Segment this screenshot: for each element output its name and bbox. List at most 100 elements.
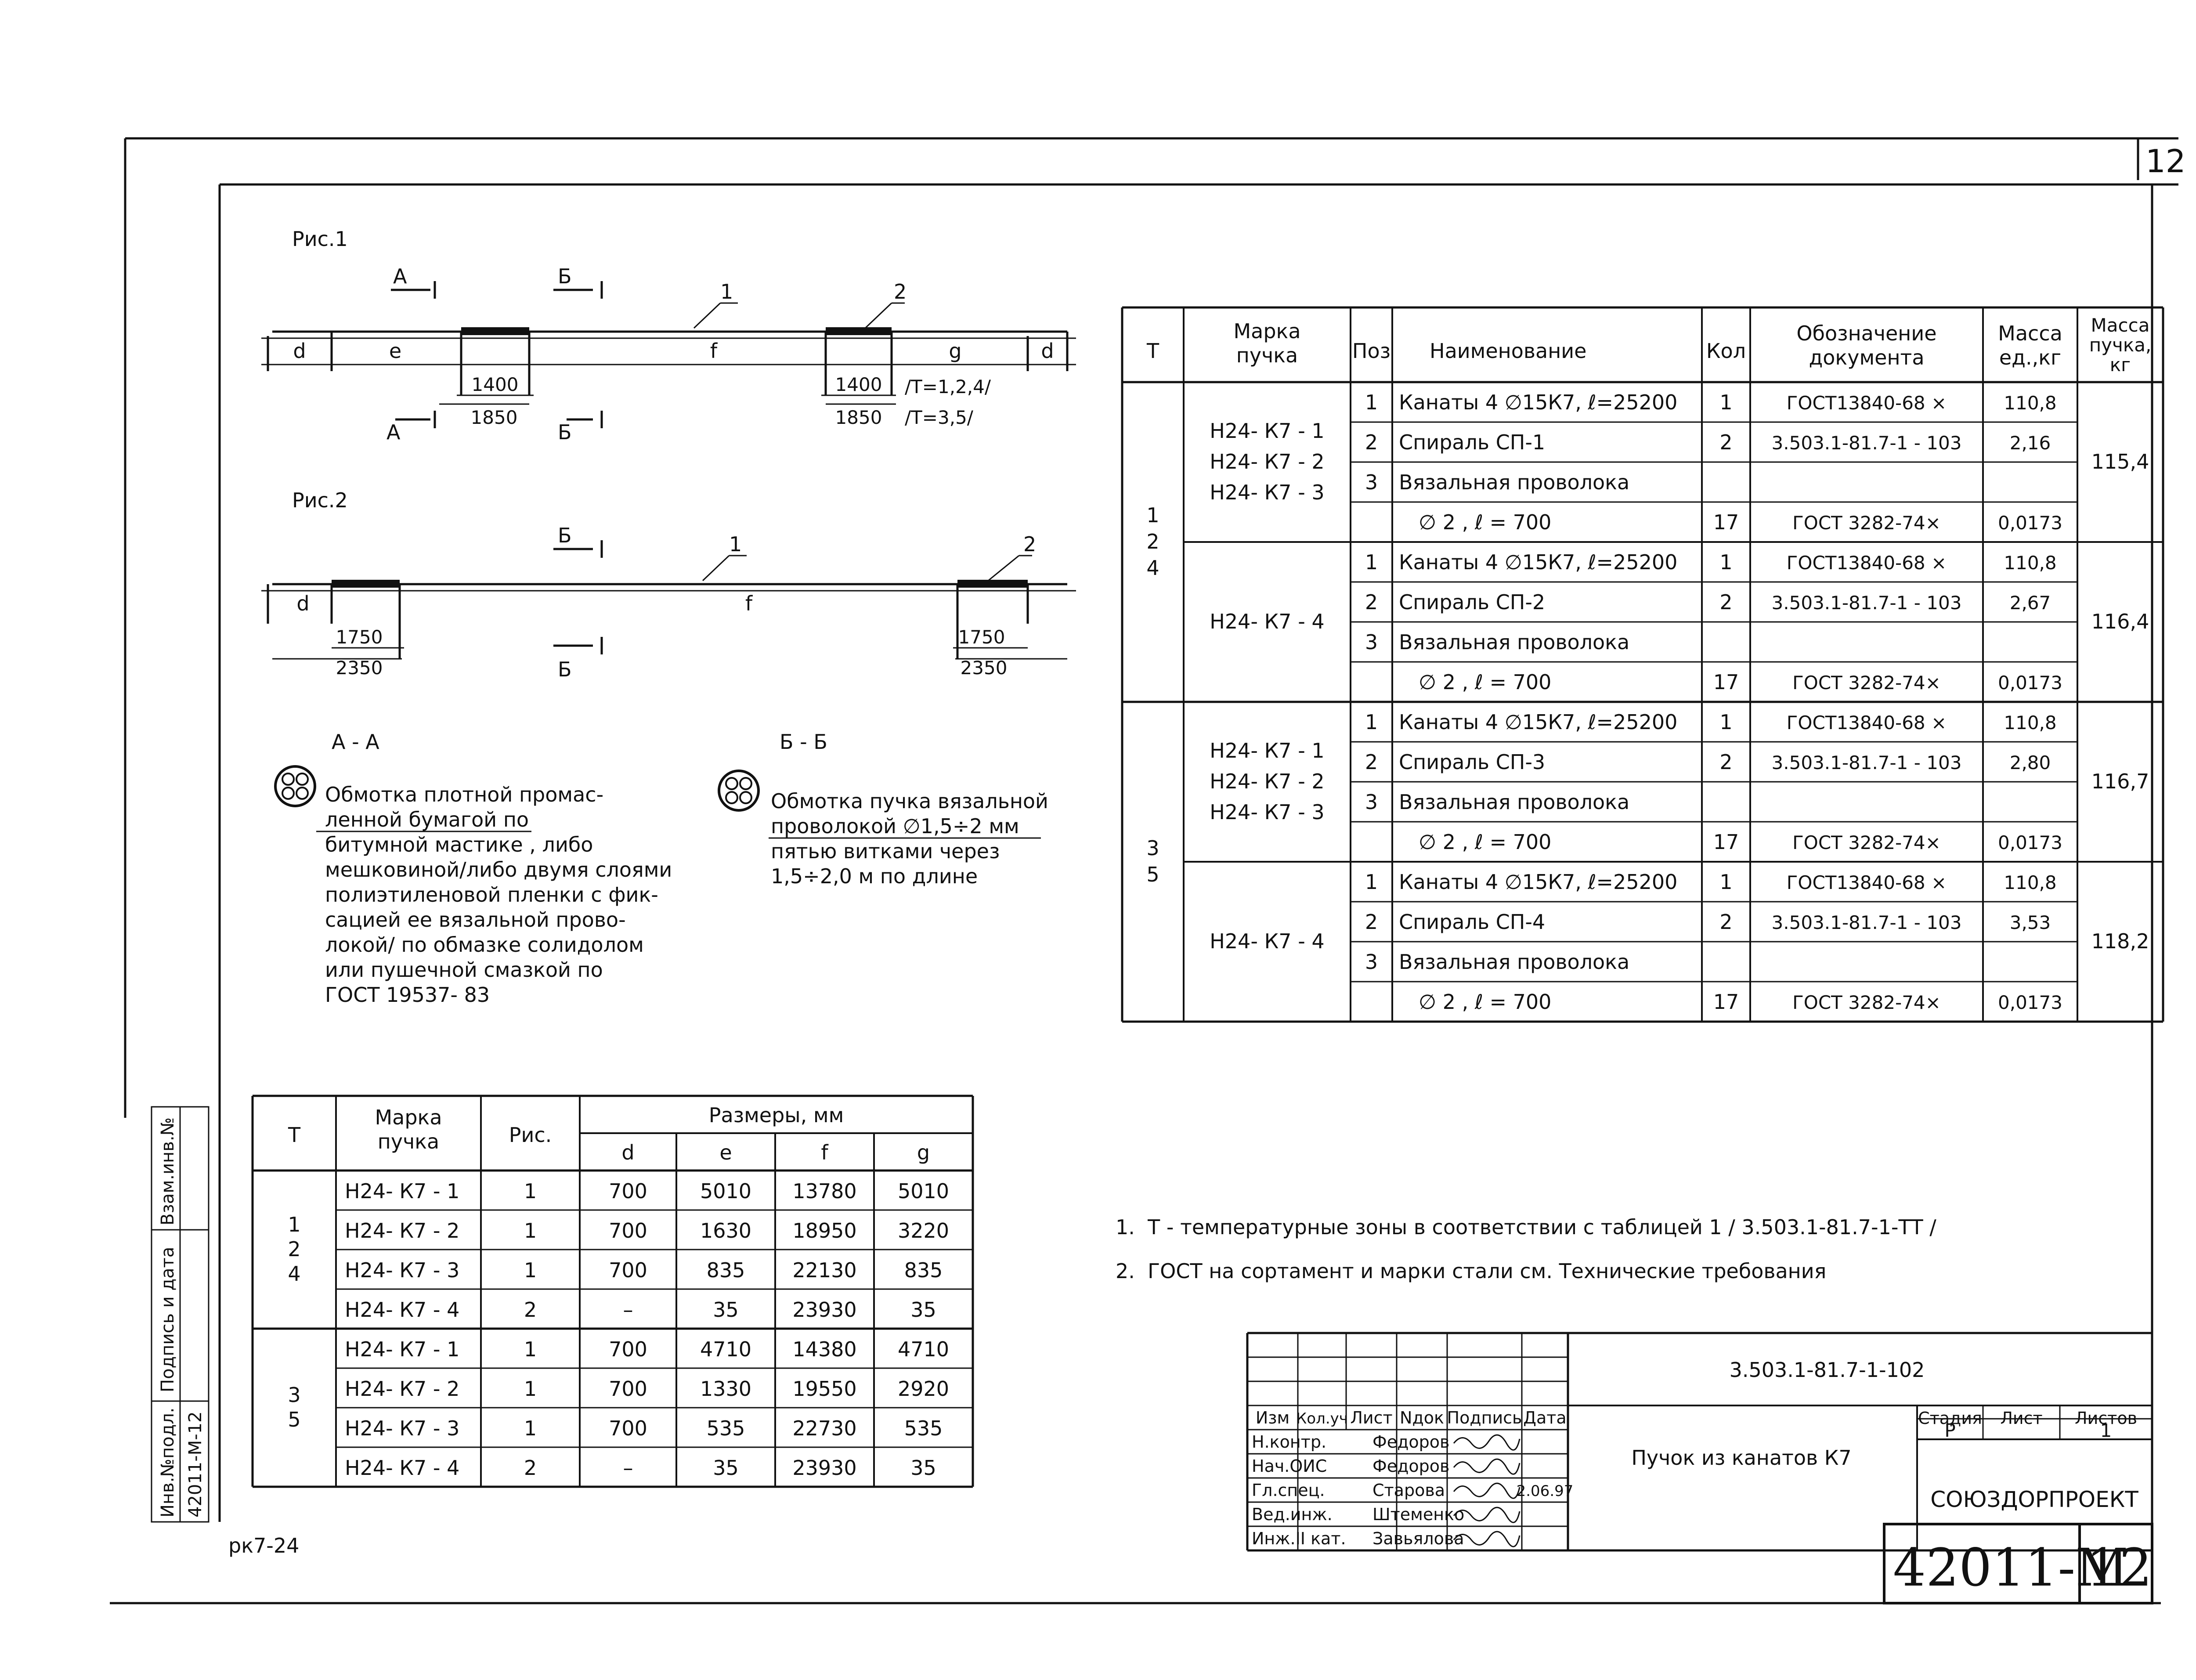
fig1-dim-f: f [710, 339, 718, 363]
fig1-label-1: 1 [720, 280, 733, 303]
signature-mark [1453, 1531, 1521, 1547]
spec-cell-total: 116,4 [2091, 610, 2149, 633]
side-stamp [151, 1106, 209, 1523]
spec-cell-qty: 17 [1713, 990, 1739, 1014]
section-bb-text-line: пятью витками через [771, 839, 1000, 863]
dims-cell-e: 1630 [700, 1219, 751, 1243]
spec-cell-mark: Н24- К7 - 2 [1210, 770, 1324, 793]
spec-header-qty: Кол [1706, 339, 1746, 363]
dims-cell-t: 4 [288, 1262, 300, 1286]
tb-col-date: Дата [1523, 1408, 1566, 1427]
dims-cell-d: – [623, 1456, 633, 1480]
dims-cell-g: 5010 [898, 1179, 949, 1203]
fig1-wrap-right [826, 327, 892, 335]
fig1-wrap-left [461, 327, 529, 335]
spec-cell-qty: 17 [1713, 510, 1739, 534]
spec-cell-pos: 3 [1365, 630, 1378, 654]
dims-cell-f: 22130 [792, 1258, 856, 1282]
fig2-dim-2350-right: 2350 [961, 657, 1008, 679]
spec-cell-pos: 3 [1365, 950, 1378, 974]
dims-header-e: e [719, 1141, 732, 1164]
dims-cell-g: 35 [910, 1456, 936, 1480]
spec-cell-pos: 1 [1365, 390, 1378, 414]
section-aa-text-line: ГОСТ 19537- 83 [325, 983, 490, 1007]
tb-stage-value: Р [1944, 1420, 1955, 1442]
spec-header-total: кг [2110, 354, 2131, 376]
tb-staff-role: Вед.инж. [1252, 1505, 1333, 1524]
spec-cell-pos: 2 [1365, 430, 1378, 454]
cable-section-icon [274, 765, 316, 807]
dims-cell-e: 835 [707, 1258, 745, 1282]
spec-cell-mark: Н24- К7 - 1 [1210, 739, 1324, 762]
fig2-dim-1750-left: 1750 [336, 626, 383, 648]
notes: 1. Т - температурные зоны в соответствии… [1116, 1215, 1936, 1283]
spec-header-mass: Масса [1998, 322, 2062, 345]
spec-cell-name: ∅ 2 , ℓ = 700 [1419, 670, 1551, 694]
tb-staff-name: Старова [1372, 1481, 1445, 1500]
dims-cell-t: 1 [288, 1213, 300, 1236]
section-bb-text-line: проволокой ∅1,5÷2 мм [771, 814, 1019, 838]
spec-cell-total: 116,7 [2091, 770, 2149, 793]
dims-cell-mark: Н24- К7 - 1 [345, 1179, 459, 1203]
spec-cell-pos: 1 [1365, 710, 1378, 734]
spec-cell-mark: Н24- К7 - 3 [1210, 800, 1324, 824]
dims-header-t: Т [288, 1123, 301, 1147]
spec-cell-t: 4 [1146, 556, 1159, 580]
dims-cell-d: – [623, 1298, 633, 1322]
tb-org: СОЮЗДОРПРОЕКТ [1930, 1487, 2138, 1512]
doc-number-box [1883, 1523, 2153, 1604]
spec-cell-pos: 1 [1365, 870, 1378, 894]
figure-2: Рис.2 Б Б 1 2 d f 1 [261, 488, 1076, 681]
dims-cell-f: 22730 [792, 1416, 856, 1440]
spec-cell-t: 2 [1146, 530, 1159, 553]
fig2-dim-d: d [296, 592, 309, 615]
fig1-cut-b-bottom: Б [558, 420, 572, 444]
dims-header-mark: пучка [378, 1130, 439, 1153]
fig1-cut-a-top: А [393, 264, 407, 288]
dims-header-g: g [917, 1141, 930, 1164]
dims-header-mark: Марка [375, 1106, 442, 1129]
dims-cell-d: 700 [609, 1416, 647, 1440]
fig2-dim-2350-left: 2350 [336, 657, 383, 679]
spec-cell-doc: 3.503.1-81.7-1 - 103 [1772, 912, 1962, 933]
dims-cell-fig: 2 [524, 1456, 537, 1480]
spec-cell-mass: 2,80 [2010, 752, 2051, 773]
tb-staff-role: Нач.ОИС [1252, 1456, 1327, 1476]
spec-cell-name: ∅ 2 , ℓ = 700 [1419, 990, 1551, 1014]
spec-cell-mark: Н24- К7 - 2 [1210, 450, 1324, 473]
spec-header-mass: ед.,кг [1999, 346, 2061, 369]
dims-cell-e: 4710 [700, 1337, 751, 1361]
fig2-dim-f: f [745, 592, 753, 615]
section-aa-text-line: мешковиной/либо двумя слоями [325, 858, 672, 882]
spec-cell-qty: 1 [1719, 390, 1732, 414]
dims-cell-g: 4710 [898, 1337, 949, 1361]
spec-cell-qty: 1 [1719, 710, 1732, 734]
spec-cell-doc: ГОСТ13840-68 × [1787, 552, 1947, 574]
dims-cell-f: 18950 [792, 1219, 856, 1243]
spec-cell-name: ∅ 2 , ℓ = 700 [1419, 830, 1551, 854]
pk-label: рк7-24 [228, 1534, 299, 1557]
tb-staff-date: 2.06.97 [1517, 1482, 1574, 1500]
dims-cell-d: 700 [609, 1377, 647, 1401]
spec-header-doc: документа [1809, 346, 1924, 369]
fig1-cut-b-top: Б [558, 264, 572, 288]
sheet-frame [110, 137, 2178, 1604]
dims-cell-fig: 2 [524, 1298, 537, 1322]
tb-staff-role: Инж.II кат. [1252, 1529, 1346, 1548]
section-aa-text-line: сацией ее вязальной прово- [325, 908, 626, 932]
tb-staff-name: Федоров [1372, 1432, 1449, 1452]
spec-cell-name: ∅ 2 , ℓ = 700 [1419, 510, 1551, 534]
spec-header-name: Наименование [1430, 339, 1586, 363]
figure-1: Рис.1 [261, 227, 1076, 444]
spec-cell-t: 5 [1146, 863, 1159, 886]
spec-cell-total: 115,4 [2091, 450, 2149, 473]
spec-cell-name: Спираль СП-2 [1399, 590, 1545, 614]
spec-cell-mass: 0,0173 [1998, 672, 2062, 694]
dims-cell-mark: Н24- К7 - 2 [345, 1219, 459, 1243]
spec-cell-mass: 0,0173 [1998, 512, 2062, 534]
fig2-label-2: 2 [1023, 532, 1036, 556]
fig2-dim-1750-right: 1750 [958, 626, 1005, 648]
dims-header-d: d [621, 1141, 634, 1164]
spec-header-total: Масса [2091, 314, 2150, 336]
dims-cell-e: 35 [713, 1456, 739, 1480]
